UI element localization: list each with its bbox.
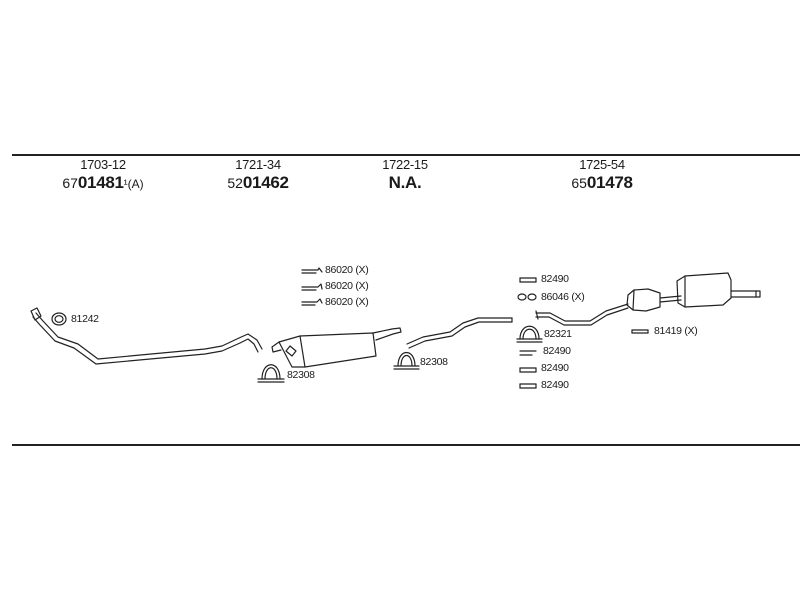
group-code: 1725-54: [579, 157, 625, 172]
label-86046: 86046 (X): [541, 291, 585, 303]
ring-86046-icon: [517, 293, 537, 301]
clamp-82308-icon-a: [257, 364, 285, 383]
group-header-front-pipe: 1703-12 6701481¹(A): [38, 157, 168, 194]
group-header-middle-pipe: 1722-15 N.A.: [340, 157, 470, 194]
front-pipe-drawing: [30, 307, 263, 365]
clamp-82321-icon: [516, 325, 543, 343]
bolt-82490-icon-b: [519, 350, 537, 356]
part-number: 6701481¹(A): [62, 173, 144, 192]
center-silencer-drawing: [271, 327, 402, 368]
clamp-82308-icon-b: [393, 351, 420, 370]
bottom-divider: [12, 444, 800, 446]
label-86020-a: 86020 (X): [325, 264, 369, 276]
hanger-86020-icon-c: [301, 298, 323, 306]
label-82490-c: 82490: [541, 362, 569, 374]
group-header-rear-silencer: 1725-54 6501478: [537, 157, 667, 194]
top-divider: [12, 154, 800, 156]
part-number: 5201462: [227, 173, 289, 192]
hanger-86020-icon-a: [301, 267, 323, 274]
rear-silencer-drawing: [535, 272, 761, 326]
label-82321: 82321: [544, 328, 572, 340]
part-number: N.A.: [388, 173, 422, 192]
group-header-center-silencer: 1721-34 5201462: [193, 157, 323, 194]
bolt-82490-icon-a: [519, 277, 537, 283]
group-code: 1721-34: [235, 157, 281, 172]
label-86020-c: 86020 (X): [325, 296, 369, 308]
label-86020-b: 86020 (X): [325, 280, 369, 292]
bolt-82490-icon-c: [519, 367, 537, 373]
strip-81419-icon: [631, 329, 649, 334]
group-code: 1722-15: [382, 157, 428, 172]
group-code: 1703-12: [80, 157, 126, 172]
bolt-82490-icon-d: [519, 383, 537, 389]
label-82308-a: 82308: [287, 369, 315, 381]
gasket-ring-icon: [51, 312, 67, 326]
label-81419: 81419 (X): [654, 325, 698, 337]
label-81242: 81242: [71, 313, 99, 325]
middle-pipe-drawing: [406, 317, 513, 349]
label-82490-a: 82490: [541, 273, 569, 285]
part-number: 6501478: [571, 173, 633, 192]
label-82490-b: 82490: [543, 345, 571, 357]
label-82308-b: 82308: [420, 356, 448, 368]
label-82490-d: 82490: [541, 379, 569, 391]
hanger-86020-icon-b: [301, 283, 323, 291]
